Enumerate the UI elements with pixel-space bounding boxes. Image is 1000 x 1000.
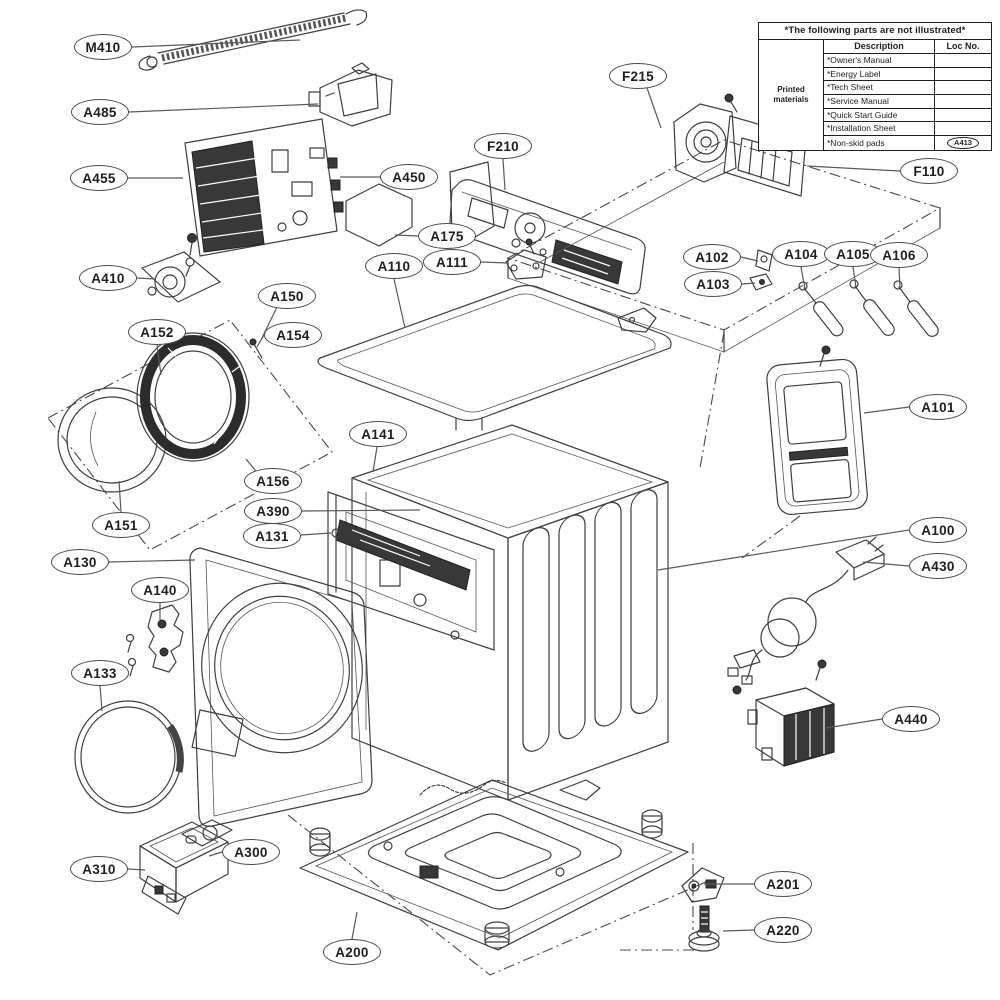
row-description: *Service Manual bbox=[823, 94, 935, 109]
part-art-a455-pcb bbox=[184, 118, 344, 277]
leader-lines bbox=[99, 39, 910, 940]
callout-a154[interactable]: A154 bbox=[264, 322, 322, 348]
callout-a150[interactable]: A150 bbox=[258, 283, 316, 309]
part-art-a310-tray bbox=[139, 819, 233, 915]
row-loc bbox=[934, 94, 992, 109]
callout-a141[interactable]: A141 bbox=[349, 421, 407, 447]
callout-a102[interactable]: A102 bbox=[683, 244, 741, 270]
not-illustrated-table: *The following parts are not illustrated… bbox=[758, 22, 992, 152]
part-art-a430-cord bbox=[727, 536, 885, 695]
callout-a440[interactable]: A440 bbox=[882, 706, 940, 732]
table-row: *Quick Start Guide bbox=[759, 107, 992, 123]
part-art-cabinet-tub bbox=[327, 424, 669, 801]
loc-no-badge: A413 bbox=[947, 136, 979, 150]
part-art-a175-sheet bbox=[345, 183, 413, 247]
table-row: *Non-skid pads A413 bbox=[759, 134, 992, 152]
callout-a130[interactable]: A130 bbox=[51, 549, 109, 575]
row-description: *Non-skid pads bbox=[823, 134, 935, 152]
callout-a140[interactable]: A140 bbox=[131, 577, 189, 603]
part-art-a101-frame bbox=[766, 345, 868, 515]
callout-a152[interactable]: A152 bbox=[128, 319, 186, 345]
part-art-a133-gasket bbox=[74, 700, 184, 814]
callout-a104[interactable]: A104 bbox=[772, 241, 830, 267]
table-row: *Tech Sheet bbox=[759, 80, 992, 95]
row-description: *Energy Label bbox=[823, 66, 935, 82]
row-loc bbox=[934, 107, 992, 123]
part-art-a130-front-panel bbox=[189, 547, 373, 827]
table-group-label: Printed materials bbox=[758, 38, 824, 152]
callout-a100[interactable]: A100 bbox=[909, 517, 967, 543]
door-assembly-phantom-box bbox=[47, 319, 333, 551]
callout-a200[interactable]: A200 bbox=[323, 939, 381, 965]
part-art-a152-ring bbox=[136, 332, 263, 462]
callout-f215[interactable]: F215 bbox=[609, 63, 667, 89]
callout-f210[interactable]: F210 bbox=[474, 133, 532, 159]
callout-a455[interactable]: A455 bbox=[70, 165, 128, 191]
row-description: *Tech Sheet bbox=[823, 80, 935, 95]
part-art-a410 bbox=[141, 233, 221, 303]
callout-a430[interactable]: A430 bbox=[909, 553, 967, 579]
part-art-a201-a220 bbox=[681, 867, 725, 952]
part-art-m410-hose bbox=[138, 9, 368, 71]
part-art-f210-panel bbox=[449, 161, 646, 295]
callout-a485[interactable]: A485 bbox=[71, 99, 129, 125]
table-row: *Installation Sheet bbox=[759, 121, 992, 136]
callout-a110[interactable]: A110 bbox=[365, 253, 423, 279]
row-description: *Owner's Manual bbox=[823, 53, 935, 68]
part-art-a110-lid bbox=[317, 238, 672, 431]
part-art-dampers bbox=[798, 279, 939, 337]
row-description: *Installation Sheet bbox=[823, 121, 935, 136]
table-title: *The following parts are not illustrated… bbox=[758, 22, 992, 40]
col-header-description: Description bbox=[823, 38, 935, 55]
callout-a131[interactable]: A131 bbox=[243, 523, 301, 549]
callout-a201[interactable]: A201 bbox=[754, 871, 812, 897]
callout-a220[interactable]: A220 bbox=[754, 917, 812, 943]
row-loc bbox=[934, 80, 992, 95]
callout-a101[interactable]: A101 bbox=[909, 394, 967, 420]
part-art-a200-base bbox=[287, 779, 707, 976]
part-art-a140-hinge bbox=[125, 604, 184, 677]
row-loc bbox=[934, 53, 992, 68]
row-loc bbox=[934, 66, 992, 82]
part-art-top-frame bbox=[506, 139, 942, 559]
callout-a300[interactable]: A300 bbox=[222, 839, 280, 865]
callout-a450[interactable]: A450 bbox=[380, 164, 438, 190]
callout-a133[interactable]: A133 bbox=[71, 660, 129, 686]
callout-f110[interactable]: F110 bbox=[900, 158, 958, 184]
callout-a175[interactable]: A175 bbox=[418, 223, 476, 249]
callout-a310[interactable]: A310 bbox=[70, 856, 128, 882]
callout-m410[interactable]: M410 bbox=[74, 34, 132, 60]
callout-a156[interactable]: A156 bbox=[244, 468, 302, 494]
row-loc bbox=[934, 121, 992, 136]
callout-a410[interactable]: A410 bbox=[79, 265, 137, 291]
callout-a106[interactable]: A106 bbox=[870, 242, 928, 268]
callout-a151[interactable]: A151 bbox=[92, 512, 150, 538]
callout-a390[interactable]: A390 bbox=[244, 498, 302, 524]
part-art-a440-filter bbox=[747, 659, 835, 767]
row-description: *Quick Start Guide bbox=[823, 107, 935, 123]
callout-a111[interactable]: A111 bbox=[423, 249, 481, 275]
row-loc: A413 bbox=[934, 134, 992, 152]
callout-a103[interactable]: A103 bbox=[684, 271, 742, 297]
table-row: *Owner's Manual bbox=[759, 53, 992, 68]
part-art-a102-a103-clips bbox=[749, 249, 773, 291]
table-row: *Energy Label bbox=[759, 66, 992, 82]
col-header-loc-no: Loc No. bbox=[934, 38, 992, 55]
part-art-a485-box bbox=[308, 62, 393, 127]
